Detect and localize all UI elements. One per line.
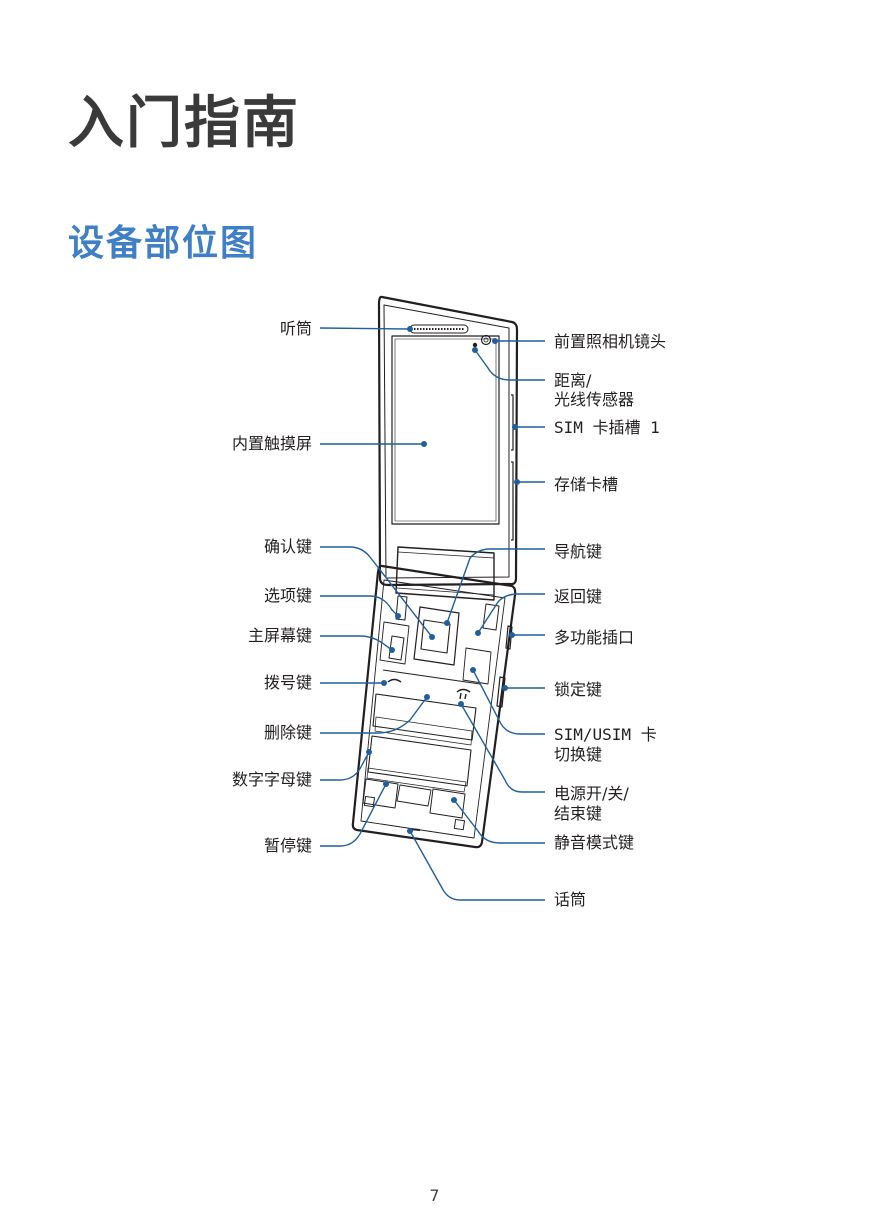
label-front-camera: 前置照相机镜头 [554, 332, 667, 351]
flip-body [377, 295, 519, 587]
label-pause-key: 暂停键 [263, 836, 312, 855]
nav-key-center [420, 619, 451, 654]
phone-outline [351, 295, 519, 849]
flip-inner-frame [383, 304, 510, 579]
label-power-key-line2: 结束键 [554, 804, 603, 823]
chapter-title: 入门指南 [68, 91, 300, 156]
label-options-key: 选项键 [263, 586, 312, 605]
lock-key [496, 676, 506, 708]
label-sim-slot-1: SIM 卡插槽 1 [554, 418, 660, 437]
label-home-key: 主屏幕键 [247, 626, 312, 645]
callouts [319, 327, 545, 901]
keypad-row-4 [366, 767, 467, 793]
label-power-key-line1: 电源开/关/ [554, 784, 629, 803]
pause-key-square [363, 795, 376, 808]
label-earpiece: 听筒 [279, 319, 312, 338]
label-dial-key: 拨号键 [263, 673, 312, 692]
label-confirm-key: 确认键 [263, 537, 312, 556]
label-lock-key: 锁定键 [554, 680, 603, 699]
label-sim-switch-line2: 切换键 [554, 745, 603, 764]
dial-key-icon [387, 678, 402, 683]
nav-key-outer [413, 606, 460, 666]
silent-key-square [453, 818, 466, 831]
label-proximity-sensor-line2: 光线传感器 [554, 390, 635, 409]
base-inner-frame [360, 579, 506, 839]
sim-slot-edge [511, 394, 514, 451]
label-memory-card-slot: 存储卡槽 [554, 475, 619, 494]
base-body [351, 564, 517, 849]
keypad-bottom-right [429, 788, 466, 819]
back-key-frame [482, 603, 500, 631]
keypad-row-2 [374, 716, 473, 746]
label-sim-switch-line1: SIM/USIM 卡 [554, 725, 657, 744]
label-alphanumeric-keys: 数字字母键 [231, 770, 312, 789]
label-delete-key: 删除键 [263, 723, 312, 742]
keypad-bottom-center [396, 784, 432, 807]
label-navigation-key: 导航键 [554, 542, 603, 561]
keypad-row-3 [367, 735, 472, 787]
inner-display-glass [394, 338, 497, 522]
page-number: 7 [429, 1186, 440, 1205]
end-key-icon [456, 688, 471, 700]
label-microphone: 话筒 [554, 890, 587, 909]
section-title: 设备部位图 [68, 223, 259, 264]
label-multipurpose-jack: 多功能插口 [554, 628, 635, 647]
memory-slot-edge [511, 461, 514, 541]
hinge [395, 546, 495, 601]
options-key [395, 595, 408, 621]
multipurpose-jack [505, 625, 513, 650]
sim-switch-key [462, 647, 492, 685]
callout-dots [366, 326, 520, 834]
proximity-sensor [472, 342, 478, 348]
keypad-row-1 [372, 693, 477, 741]
label-silent-mode-key: 静音模式键 [554, 833, 635, 852]
inner-display [391, 335, 500, 525]
label-back-key: 返回键 [554, 587, 603, 606]
front-camera-lens [480, 334, 492, 346]
key-block-left [379, 621, 410, 665]
label-proximity-sensor-line1: 距离/ [554, 371, 592, 390]
label-inner-touchscreen: 内置触摸屏 [231, 434, 312, 453]
